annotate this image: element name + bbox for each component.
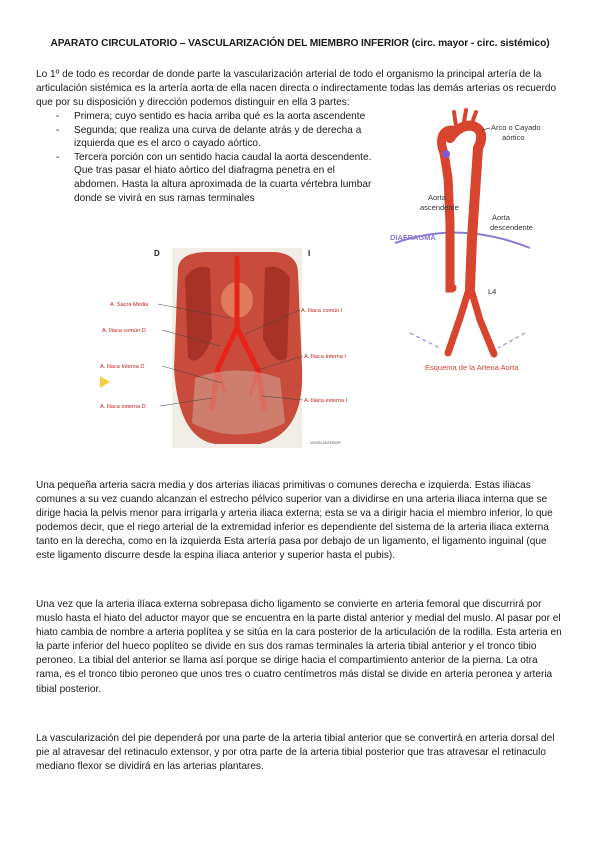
aortic-trunk [437,125,457,293]
label-iliaca-comun-i: A. Iliaca común I [301,308,343,314]
label-diafragma: DIAFRAGMA [390,233,436,242]
label-iliaca-externa-d: A. Iliaca externa D [100,404,146,410]
label-iliaca-comun-d: A. Iliaca común D [102,328,146,334]
paragraph-femoral: Una vez que la arteria ilíaca externa so… [36,598,564,697]
aorta-parts-list: - Primera; cuyo sentido es hacia arriba … [56,110,376,205]
paragraph-foot: La vascularización del pie dependerá por… [36,732,564,774]
list-item: - Primera; cuyo sentido es hacia arriba … [56,110,376,124]
guide-lines [409,332,526,349]
label-sacra: A. Sacra Media [110,302,149,308]
list-item: - Segunda; que realiza una curva de dela… [56,124,376,151]
list-item: - Tercera porción con un sentido hacia c… [56,151,376,205]
label-iliaca-interna-i: A. Iliaca Interna I [304,354,346,360]
list-item-text: Primera; cuyo sentido es hacia arriba qu… [74,111,366,122]
intro-paragraph: Lo 1º de todo es recordar de donde parte… [36,69,557,108]
muscle-right [263,266,290,361]
list-item-text: Tercera porción con un sentido hacia cau… [74,151,372,204]
pelvic-bone [192,370,285,435]
marker-triangle [100,376,110,388]
list-dash: - [56,111,60,122]
label-arch2: aórtico [502,133,525,142]
label-l4: L4 [488,287,496,296]
page-title: APARATO CIRCULATORIO – VASCULARIZACIÓN D… [50,38,550,49]
label-iliaca-interna-d: A. Iliaca Interna D [100,364,144,370]
paragraph-text: Una vez que la arteria ilíaca externa so… [36,599,562,695]
label-ascending2: ascendente [420,203,459,212]
side-right-label: D [154,249,160,258]
list-item-text: Segunda; que realiza una curva de delant… [74,124,362,150]
paragraph-iliac: Una pequeña arteria sacra media y dos ar… [36,479,564,564]
list-dash: - [56,151,60,163]
label-arch: Arco o Cayado [491,123,541,132]
list-dash: - [56,124,60,136]
label-ascending1: Aorta [428,193,447,202]
iliac-bifurcation [444,282,498,358]
arch-branches [452,108,478,128]
label-iliaca-externa-i: A. Iliaca externa I [304,398,348,404]
aortic-arch-descending [445,120,487,293]
label-descending1: Aorta [492,213,511,222]
diaphragm-line [394,231,531,249]
left-figure-caption: VISIÓN ANTERIOR [310,440,341,445]
aorta-diagram: Arco o Cayado aórtico Aorta ascendente A… [390,108,541,372]
figure-caption: Esquema de la Arteria Aorta [425,363,519,372]
label-descending2: descendente [490,223,533,232]
anatomy-illustration: D I A. Sacra Media A. Iliaca común D A. … [100,248,348,448]
paragraph-text: La vascularización del pie dependerá por… [36,733,555,773]
muscle-left [185,266,212,361]
side-left-label: I [308,249,310,258]
valve-marker [442,150,450,158]
paragraph-text: Una pequeña arteria sacra media y dos ar… [36,480,553,562]
